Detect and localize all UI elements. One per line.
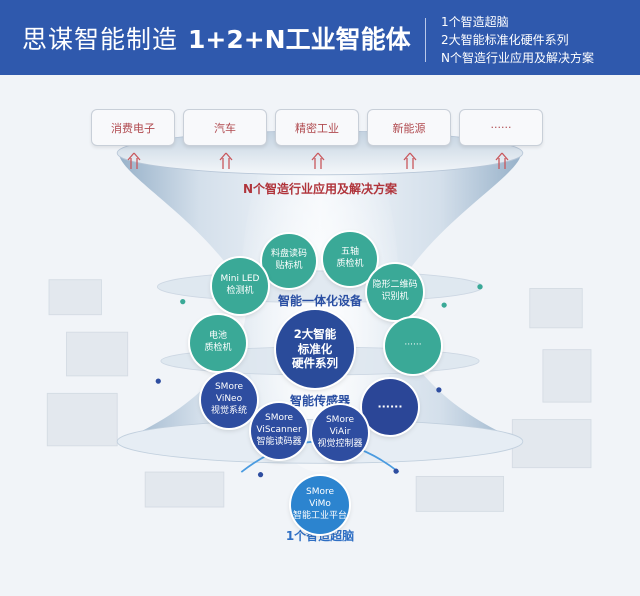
equipment-miniled: Mini LED 检测机 <box>212 258 268 314</box>
equipment-invisible-qr: 隐形二维码 识别机 <box>367 264 423 320</box>
sensor-viscanner: SMore ViScanner 智能读码器 <box>251 403 307 459</box>
header-line-1: 1个智造超脑 <box>441 15 509 29</box>
equipment-tray-labeler: 料盘读码 贴标机 <box>262 234 316 288</box>
sensor-viair: SMore ViAir 视觉控制器 <box>312 405 368 461</box>
up-arrow-icon <box>495 152 509 169</box>
center-hardware-series: 2大智能 标准化 硬件系列 <box>276 310 354 388</box>
equipment-more: ······ <box>385 318 441 374</box>
platform-vimo: SMore ViMo 智能工业平台 <box>291 476 349 534</box>
headline: 1+2+N工业智能体 <box>188 25 411 54</box>
city-background <box>46 279 592 512</box>
equipment-battery: 电池 质检机 <box>190 315 246 371</box>
sensor-vineo: SMore ViNeo 视觉系统 <box>201 372 257 428</box>
equipment-five-axis: 五轴 质检机 <box>323 232 377 286</box>
side-dots <box>180 284 483 308</box>
header-line-2: 2大智能标准化硬件系列 <box>441 33 569 47</box>
industry-new-energy: 新能源 <box>367 109 451 146</box>
industry-automotive: 汽车 <box>183 109 267 146</box>
up-arrow-icon <box>403 152 417 169</box>
industry-precision: 精密工业 <box>275 109 359 146</box>
side-dots-blue <box>155 378 442 478</box>
header-banner: 思谋智能制造 1+2+N工业智能体 1个智造超脑 2大智能标准化硬件系列 N个智… <box>0 0 640 75</box>
super-brain-title: 1个智造超脑 <box>285 529 355 543</box>
up-arrow-icon <box>127 152 141 169</box>
sensor-more: ······ <box>362 379 418 435</box>
n-applications-title: N个智造行业应用及解决方案 <box>242 182 398 196</box>
header-divider <box>425 18 426 62</box>
brand-title: 思谋智能制造 <box>22 25 179 54</box>
industry-consumer-electronics: 消费电子 <box>91 109 175 146</box>
sensor-title: 智能传感器 <box>289 394 350 408</box>
up-arrow-icon <box>219 152 233 169</box>
industry-more: ······ <box>459 109 543 146</box>
up-arrow-icon <box>311 152 325 169</box>
header-line-3: N个智造行业应用及解决方案 <box>441 51 594 65</box>
equipment-title: 智能一体化设备 <box>277 294 362 308</box>
